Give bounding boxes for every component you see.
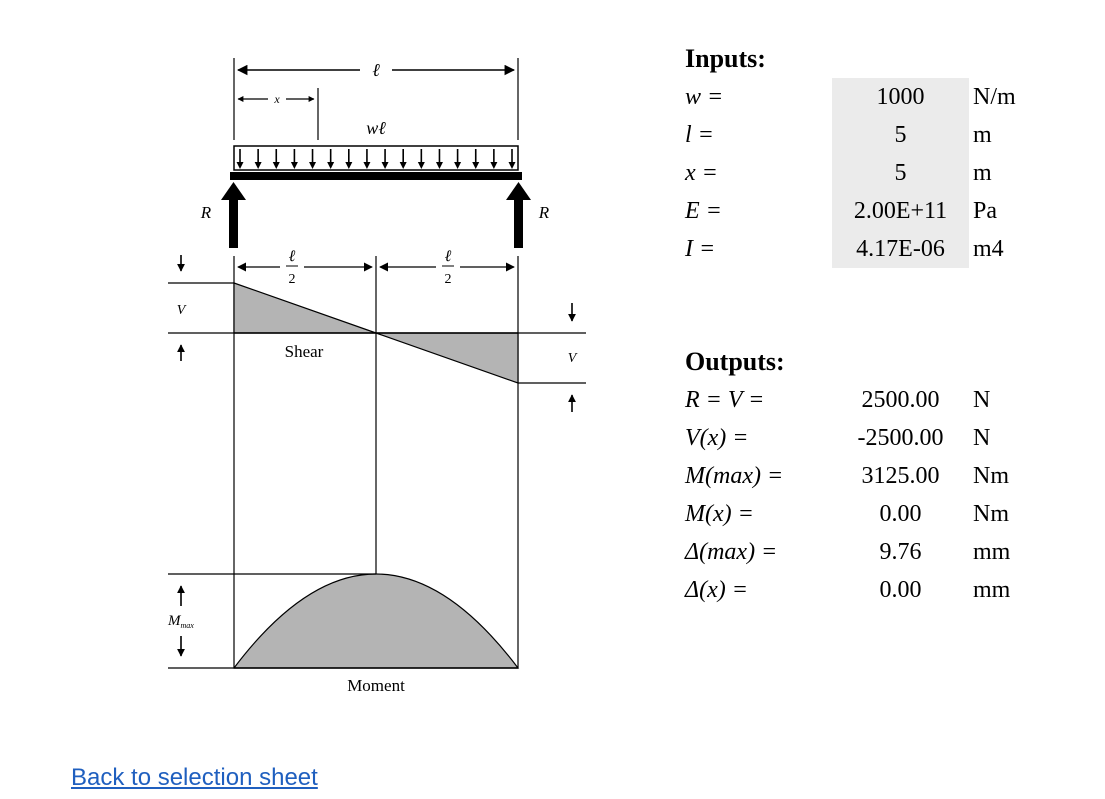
half-span-right-numerator: ℓ [445, 248, 452, 265]
load-arrow-head [508, 162, 516, 169]
input-row-value[interactable]: 4.17E-06 [856, 236, 945, 262]
input-row-unit: m [973, 122, 992, 148]
half-span-right-denominator: 2 [445, 272, 452, 287]
output-row-label: R = V = [685, 387, 765, 413]
load-arrow-head [309, 162, 317, 169]
output-row-value: 0.00 [879, 501, 922, 527]
output-row-value: 2500.00 [861, 387, 940, 413]
input-row-unit: N/m [973, 84, 1016, 110]
length-label: ℓ [372, 60, 380, 80]
load-arrow-head [254, 162, 262, 169]
half-span-right-dimension: ℓ 2 [379, 248, 515, 287]
shear-label: Shear [285, 342, 324, 361]
input-row-value[interactable]: 5 [894, 160, 907, 186]
input-row-unit: m [973, 160, 992, 186]
load-arrow-head [363, 162, 371, 169]
output-row-label: V(x) = [685, 425, 749, 451]
load-arrow-head [272, 162, 280, 169]
load-arrow-head [381, 162, 389, 169]
output-row-unit: Nm [973, 463, 1009, 489]
load-arrow-head [345, 162, 353, 169]
output-row-unit: N [973, 425, 991, 451]
beam [230, 172, 522, 180]
load-arrow-head [490, 162, 498, 169]
load-arrow-head [236, 162, 244, 169]
x-dimension: x [237, 92, 315, 106]
beam-diagram: ℓ x wℓ R R ℓ 2 ℓ 2 [167, 58, 586, 695]
load-arrow-head [454, 162, 462, 169]
input-row-unit: Pa [973, 198, 997, 224]
output-row-label: M(x) = [685, 501, 754, 527]
half-span-left-dimension: ℓ 2 [237, 248, 373, 287]
output-row-unit: Nm [973, 501, 1009, 527]
half-span-left-numerator: ℓ [289, 248, 296, 265]
output-row-value: 0.00 [879, 577, 922, 603]
shear-right-v-label: V [568, 351, 578, 366]
moment-max-label: Mmax [167, 613, 194, 630]
input-row-label: w = [685, 84, 724, 110]
output-row-label: M(max) = [685, 463, 784, 489]
load-arrow-head [399, 162, 407, 169]
input-row-label: l = [685, 122, 714, 148]
inputs-values-background [832, 78, 969, 268]
moment-max-dimension: Mmax [167, 573, 376, 669]
input-row-label: x = [685, 160, 718, 186]
output-row-value: -2500.00 [857, 425, 944, 451]
left-reaction [221, 182, 246, 248]
back-to-selection-link[interactable]: Back to selection sheet [71, 764, 318, 791]
output-row-label: Δ(x) = [685, 577, 748, 603]
output-row-value: 3125.00 [861, 463, 940, 489]
moment-label: Moment [347, 676, 405, 695]
shear-left-v-label: V [177, 303, 187, 318]
input-row-value[interactable]: 2.00E+11 [853, 198, 948, 224]
input-row-unit: m4 [973, 236, 1004, 262]
load-arrow-head [472, 162, 480, 169]
load-arrow-head [435, 162, 443, 169]
input-row-value[interactable]: 1000 [876, 84, 925, 110]
inputs-title: Inputs: [685, 44, 766, 73]
right-reaction-label: R [538, 203, 550, 222]
output-row-unit: mm [973, 577, 1011, 603]
input-row-value[interactable]: 5 [894, 122, 907, 148]
outputs-title: Outputs: [685, 347, 785, 376]
output-row-value: 9.76 [879, 539, 922, 565]
shear-diagram [233, 282, 519, 384]
shear-right-dimension: V [518, 303, 586, 412]
length-dimension: ℓ [236, 60, 516, 80]
distributed-load [233, 145, 519, 171]
left-reaction-label: R [200, 203, 212, 222]
load-label: wℓ [366, 118, 386, 138]
input-row-label: I = [685, 236, 716, 262]
output-row-unit: N [973, 387, 991, 413]
half-span-left-denominator: 2 [289, 272, 296, 287]
output-row-label: Δ(max) = [685, 539, 778, 565]
right-reaction [506, 182, 531, 248]
shear-left-dimension: V [168, 255, 234, 361]
moment-diagram [232, 573, 520, 669]
input-row-label: E = [685, 198, 722, 224]
load-arrow-head [417, 162, 425, 169]
load-arrow-head [327, 162, 335, 169]
output-row-unit: mm [973, 539, 1011, 565]
x-label: x [273, 92, 280, 106]
load-arrow-head [290, 162, 298, 169]
